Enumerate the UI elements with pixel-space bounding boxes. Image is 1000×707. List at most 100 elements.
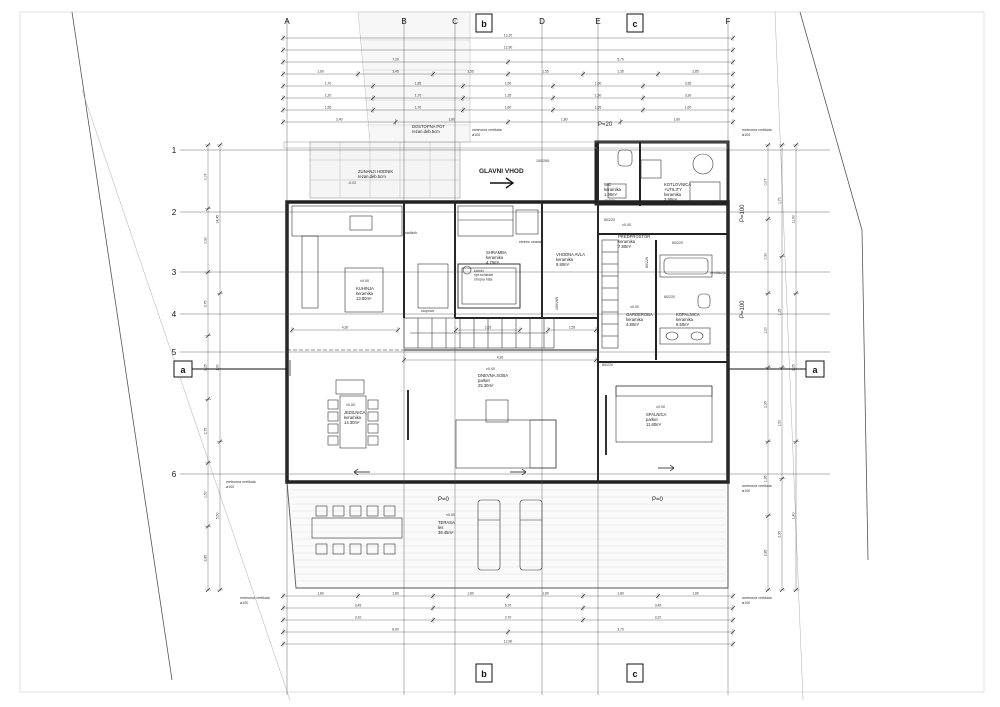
- dim-value: 2,85: [764, 550, 768, 557]
- dim-value: 3,25: [204, 364, 208, 371]
- hallway-label: PREDPROSTOR: [618, 234, 650, 239]
- stair-label: stopnice: [421, 309, 434, 313]
- section-b-bottom: b: [481, 669, 487, 679]
- dim-value: 0,90: [204, 237, 208, 244]
- kitchen-label: KUHINJA: [356, 286, 374, 291]
- dim-value: 2,25: [792, 364, 796, 371]
- dim-value: 1,50: [778, 420, 782, 427]
- grid-col-label: C: [452, 17, 458, 26]
- grid-row-label: 2: [172, 208, 177, 217]
- dimension-chains: [205, 35, 799, 647]
- sofa: [455, 419, 557, 469]
- dim-value: 1,55: [542, 70, 549, 74]
- level-kitchen: ±0.00: [360, 279, 369, 283]
- kitchen-counter: [291, 205, 403, 237]
- dining-chair: [327, 399, 339, 410]
- terrace-chair: [383, 505, 396, 517]
- dim-value: 1,50: [505, 82, 512, 86]
- dim-value: 2,35: [764, 401, 768, 408]
- dim-value: 1,80: [692, 592, 699, 596]
- level-hallway: ±0.00: [622, 223, 631, 227]
- meteorna-top: meteorna vertikala: [472, 128, 502, 132]
- door-tag-hall: 80/220: [604, 218, 615, 222]
- level-terrace: ±0.00: [446, 513, 455, 517]
- dim-value: 1,70: [325, 82, 332, 86]
- dining-label: JEDILNICA: [344, 410, 366, 415]
- ventilation-label: ventilacija: [710, 271, 726, 275]
- coffee-table: [485, 399, 509, 423]
- bedroom-label: SPALNICA: [646, 412, 667, 417]
- dim-value: 1,25: [778, 308, 782, 315]
- dining-table: [339, 395, 367, 449]
- dim-value: 3,75: [204, 301, 208, 308]
- access-path-label: DOSTOPNA POT: [412, 124, 445, 129]
- door-tag-stair: 100/265: [555, 297, 559, 310]
- level-corridor: -0.02: [348, 181, 356, 185]
- dining-chair: [327, 423, 339, 434]
- terrace-chair: [383, 543, 396, 555]
- dressing-label: GARDEROBA: [626, 312, 653, 317]
- dim-value: 1,40: [792, 512, 796, 519]
- dim-value: 1,55: [325, 106, 332, 110]
- svg-text:ø100: ø100: [240, 601, 248, 605]
- chimney-label: kamin: [474, 269, 484, 273]
- meteorna-bottom-left: meteorna vertikala: [240, 596, 270, 600]
- grid-lines: [180, 18, 830, 695]
- dim-value: 1,80: [467, 592, 474, 596]
- dim-value: 1,70: [415, 106, 422, 110]
- dim-value: 2,95: [778, 531, 782, 538]
- dining-chair: [327, 435, 339, 446]
- dim-value: 5,50: [216, 512, 220, 519]
- dim-value: 1,60: [317, 70, 324, 74]
- electric-cabinet-label: elektro omara: [519, 240, 541, 244]
- grid-col-label: B: [401, 17, 406, 26]
- dim-value: 3,10: [355, 616, 362, 620]
- grid-row-label: 5: [172, 348, 177, 357]
- door-tag-wc: 80/220: [604, 199, 615, 203]
- terrace-chair: [349, 543, 362, 555]
- section-a-left: a: [180, 365, 186, 375]
- corridor-label: ZUNANJI HODNIK: [358, 169, 393, 174]
- dim-value: 4,30: [342, 326, 349, 330]
- terrace-chair: [332, 505, 345, 517]
- wc-sink: [607, 183, 627, 199]
- dim-value: 1,90: [216, 364, 220, 371]
- door-tag-bath: 80/220: [672, 241, 683, 245]
- height-terrace: P=0: [438, 497, 450, 503]
- svg-text:ø100: ø100: [742, 489, 750, 493]
- svg-text:ø100: ø100: [226, 485, 234, 489]
- section-markers: b c b c a a: [173, 13, 825, 683]
- pantry-label: SHRAMBA: [486, 250, 507, 255]
- dim-value: 2,40: [336, 118, 343, 122]
- terrace-table: [311, 517, 403, 539]
- entrance-hall-label: VHODNA AVLA: [556, 252, 585, 257]
- door-tag-entrance: 100/265: [536, 159, 549, 163]
- dim-value: 11,90: [792, 215, 796, 223]
- dim-value: 3,45: [655, 604, 662, 608]
- dim-value: 3,30: [685, 94, 692, 98]
- dining-chair: [367, 423, 379, 434]
- dim-value: 0,07: [204, 173, 208, 180]
- corridor-material: rezan.deb.5cm: [358, 174, 386, 179]
- dim-value: 1,80: [542, 592, 549, 596]
- door-arrows: [289, 360, 675, 476]
- dim-value: 1,20: [764, 327, 768, 334]
- meteorna-mid-right: meteorna vertikala: [742, 484, 772, 488]
- dim-value: 3,35: [685, 82, 692, 86]
- bathtub: [659, 254, 713, 278]
- living-room-label: DNEVNA SOBA: [478, 373, 508, 378]
- grid-row-label: 4: [172, 310, 177, 319]
- dim-value: 1,55: [467, 70, 474, 74]
- terrace-chair: [332, 543, 345, 555]
- dim-value: 1,60: [685, 106, 692, 110]
- grid-col-label: D: [539, 17, 545, 26]
